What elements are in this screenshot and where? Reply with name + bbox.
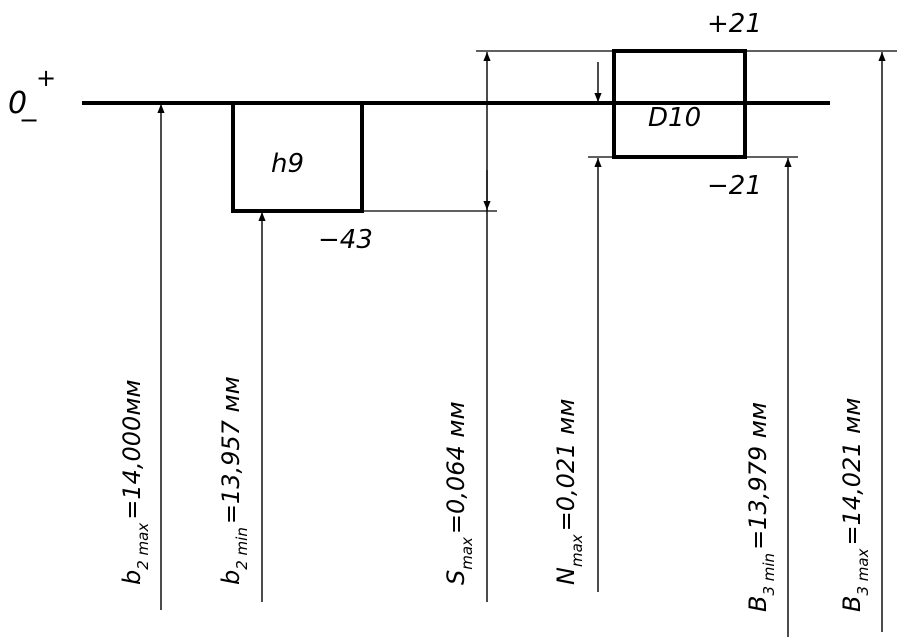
svg-text:B3 min=13,979 мм: B3 min=13,979 мм [744, 402, 778, 612]
minus-symbol: − [19, 106, 39, 134]
shaft-lower-deviation: −43 [318, 225, 373, 255]
plus-symbol: + [36, 64, 56, 92]
svg-text:B3 max=14,021 мм: B3 max=14,021 мм [838, 398, 872, 612]
dimension-label-b3min: B3 min=13,979 мм [744, 402, 778, 612]
dimension-label-b2max: b2 max=14,000мм [118, 379, 152, 585]
hole-lower-deviation: −21 [707, 171, 762, 201]
dimension-label-b2min: b2 min=13,957 мм [217, 376, 251, 585]
svg-text:Smax=0,064 мм: Smax=0,064 мм [442, 401, 476, 585]
dimension-label-nmax: Nmax=0,021 мм [552, 399, 586, 585]
hole-zone-label: D10 [648, 103, 701, 133]
svg-text:b2 max=14,000мм: b2 max=14,000мм [118, 379, 152, 585]
dimension-label-b3max: B3 max=14,021 мм [838, 398, 872, 612]
svg-text:b2 min=13,957 мм: b2 min=13,957 мм [217, 376, 251, 585]
dimension-label-smax: Smax=0,064 мм [442, 401, 476, 585]
shaft-tolerance-zone [231, 101, 364, 213]
shaft-zone-label: h9 [271, 149, 304, 179]
svg-text:Nmax=0,021 мм: Nmax=0,021 мм [552, 399, 586, 585]
zero-symbol: 0 [8, 86, 27, 121]
hole-upper-deviation: +21 [707, 9, 762, 39]
